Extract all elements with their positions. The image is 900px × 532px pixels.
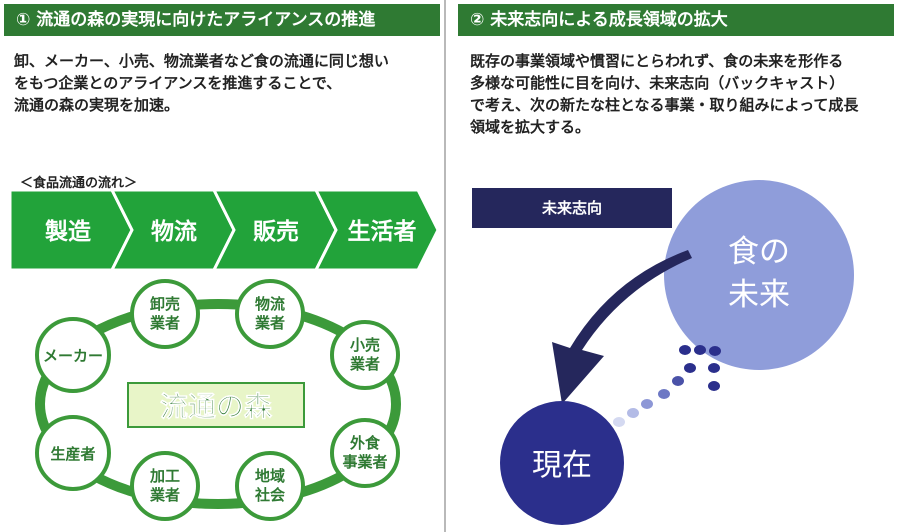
future-oriented-label: 未来志向 — [472, 188, 672, 228]
alliance-diagram: 製造 物流 販売 生活者 流通の森 卸売 業者 物流 業者 小売 業者 外食 — [8, 188, 440, 521]
node-label: 社会 — [254, 486, 285, 504]
node-label: 加工 — [149, 467, 180, 485]
trail-dot — [679, 345, 691, 355]
food-flow-arrow: 製造 物流 販売 生活者 — [8, 188, 440, 272]
trail-dot — [709, 346, 721, 356]
backcast-arrow — [552, 250, 692, 404]
trail-dot — [658, 389, 670, 399]
growth-header: ② 未来志向による成長領域の拡大 — [458, 4, 894, 36]
alliance-description: 卸、メーカー、小売、物流業者など食の流通に同じ想い をもつ企業とのアライアンスを… — [14, 52, 389, 114]
node-circle — [330, 320, 400, 390]
flow-step-shape — [313, 188, 440, 272]
center-label-box — [127, 382, 305, 428]
node-label: 事業者 — [342, 453, 387, 471]
trail-dot — [641, 399, 653, 409]
node-label: 業者 — [349, 355, 380, 373]
node-label: 地域 — [255, 467, 285, 485]
node-food-service: 外食 事業者 — [330, 418, 400, 488]
node-community: 地域 社会 — [235, 451, 305, 521]
node-label: 小売 — [350, 336, 380, 354]
node-circle — [35, 317, 111, 393]
flow-step-sales: 販売 — [253, 219, 299, 245]
node-label: 業者 — [149, 314, 180, 332]
future-circle-label: 未来 — [728, 277, 790, 313]
node-retailer: 小売 業者 — [330, 320, 400, 390]
node-circle — [35, 415, 111, 491]
node-manufacturer: メーカー — [35, 317, 111, 393]
node-label: 業者 — [149, 486, 180, 504]
center-label: 流通の森 — [160, 390, 273, 423]
node-circle — [130, 279, 200, 349]
alliance-panel: ① 流通の森の実現に向けたアライアンスの推進 卸、メーカー、小売、物流業者など食… — [0, 0, 446, 532]
node-processor: 加工 業者 — [130, 451, 200, 521]
node-producer: 生産者 — [35, 415, 111, 491]
trail-dot — [627, 408, 639, 418]
node-label: 生産者 — [50, 445, 95, 463]
alliance-header: ① 流通の森の実現に向けたアライアンスの推進 — [4, 4, 440, 36]
node-label: 業者 — [254, 314, 285, 332]
future-circle-label: 食の — [728, 234, 790, 270]
node-logistics: 物流 業者 — [235, 279, 305, 349]
trail-dot — [613, 417, 625, 427]
trail-dot — [672, 376, 684, 386]
node-label: 物流 — [255, 295, 285, 313]
backcast-diagram: 食の 未来 現在 — [500, 180, 854, 525]
flow-step-logistics: 物流 — [151, 218, 197, 245]
present-circle — [500, 401, 624, 525]
growth-description: 既存の事業領域や慣習にとらわれず、食の未来を形作る 多様な可能性に目を向け、未来… — [470, 52, 859, 136]
node-label: 外食 — [349, 434, 381, 452]
future-circle — [664, 180, 854, 370]
node-circle — [235, 279, 305, 349]
growth-panel: ② 未来志向による成長領域の拡大 既存の事業領域や慣習にとらわれず、食の未来を形… — [452, 0, 900, 532]
flow-step-manufacturing: 製造 — [44, 218, 92, 245]
flow-caption: ＜食品流通の流れ＞ — [20, 176, 138, 191]
trail-dot — [708, 363, 720, 373]
trail-dot — [694, 345, 706, 355]
dot-trail — [613, 345, 721, 427]
forest-ring — [35, 299, 401, 509]
node-circle — [130, 451, 200, 521]
present-circle-label: 現在 — [532, 448, 592, 483]
trail-dot — [684, 363, 696, 373]
node-label: 卸売 — [150, 295, 180, 313]
flow-step-consumer: 生活者 — [348, 219, 417, 245]
trail-dot — [708, 381, 720, 391]
node-wholesaler: 卸売 業者 — [130, 279, 200, 349]
node-circle — [330, 418, 400, 488]
node-circle — [235, 451, 305, 521]
node-label: メーカー — [43, 347, 103, 365]
